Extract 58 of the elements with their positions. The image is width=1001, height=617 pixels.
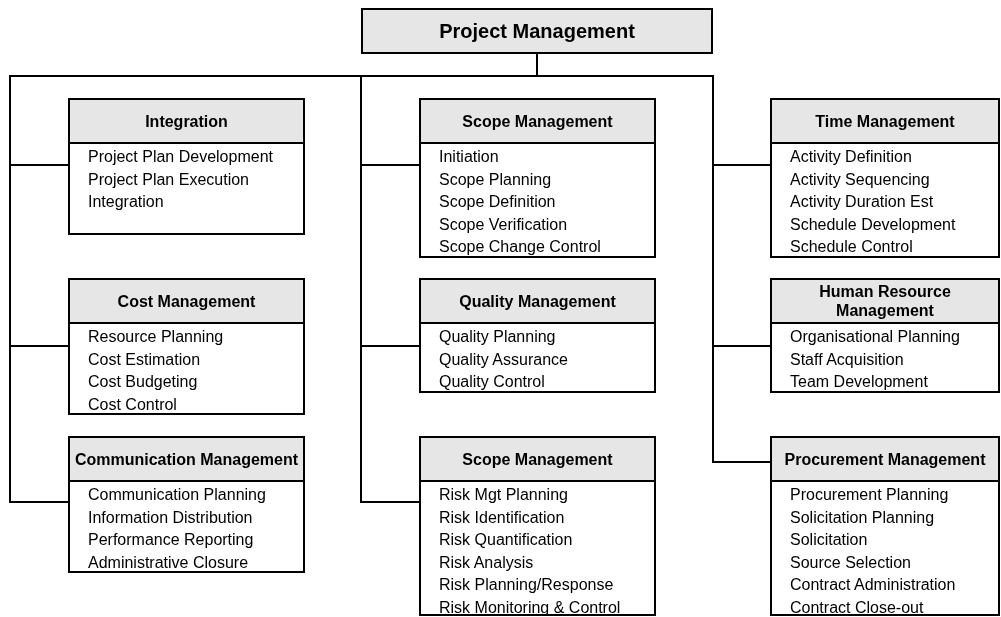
task-item: Scope Definition — [439, 192, 557, 213]
task-item: Risk Identification — [439, 507, 566, 528]
box-heading: Procurement Management — [772, 438, 998, 482]
task-item: Risk Planning/Response — [439, 575, 615, 596]
process-box — [419, 278, 656, 393]
box-heading: Scope Management — [421, 438, 654, 482]
process-box — [68, 436, 305, 573]
task-item: Activity Duration Est — [790, 192, 935, 213]
box-heading: Time Management — [772, 100, 998, 144]
task-item: Resource Planning — [88, 327, 225, 347]
box-heading: Communication Management — [70, 438, 303, 482]
process-box — [770, 98, 1000, 258]
task-item: Performance Reporting — [88, 530, 255, 551]
task-item: Procurement Planning — [790, 485, 950, 505]
task-item: Risk Analysis — [439, 552, 535, 573]
task-item: Risk Monitoring & Control — [439, 597, 622, 617]
box-heading: Scope Management — [421, 100, 654, 144]
task-item: Team Development — [790, 372, 929, 393]
task-item: Project Plan Execution — [88, 169, 250, 190]
task-item: Cost Estimation — [88, 349, 202, 370]
task-item: Contract Close-out — [790, 597, 925, 617]
task-item: Schedule Development — [790, 214, 957, 235]
box-heading: Human Resource Management — [772, 280, 998, 324]
task-item: Schedule Control — [790, 237, 914, 258]
task-item: Source Selection — [790, 552, 912, 573]
process-box — [770, 278, 1000, 393]
task-item: Staff Acquisition — [790, 349, 905, 370]
task-item: Solicitation Planning — [790, 507, 936, 528]
task-item: Activity Definition — [790, 147, 913, 167]
task-item: Solicitation — [790, 530, 869, 551]
task-item: Project Plan Development — [88, 147, 274, 167]
task-item: Quality Control — [439, 372, 546, 393]
task-item: Information Distribution — [88, 507, 254, 528]
task-item: Initiation — [439, 147, 500, 167]
task-item: Risk Quantification — [439, 530, 574, 551]
task-item: Integration — [88, 192, 165, 213]
task-item: Risk Mgt Planning — [439, 485, 569, 505]
task-item: Contract Administration — [790, 575, 957, 596]
process-box — [419, 436, 656, 616]
task-item: Quality Assurance — [439, 349, 569, 370]
task-item: Scope Verification — [439, 214, 569, 235]
box-heading: Cost Management — [70, 280, 303, 324]
task-item: Scope Change Control — [439, 237, 602, 258]
task-item: Administrative Closure — [88, 552, 250, 573]
process-box — [419, 98, 656, 258]
process-box — [68, 278, 305, 415]
process-box — [770, 436, 1000, 616]
process-box — [68, 98, 305, 235]
title-box: Project Management — [361, 8, 713, 54]
task-item: Communication Planning — [88, 485, 267, 505]
task-item: Activity Sequencing — [790, 169, 931, 190]
task-item: Scope Planning — [439, 169, 553, 190]
box-heading: Quality Management — [421, 280, 654, 324]
task-item: Cost Budgeting — [88, 372, 199, 393]
box-heading: Integration — [70, 100, 303, 144]
task-item: Cost Control — [88, 394, 178, 415]
task-item: Quality Planning — [439, 327, 557, 347]
task-item: Organisational Planning — [790, 327, 961, 347]
